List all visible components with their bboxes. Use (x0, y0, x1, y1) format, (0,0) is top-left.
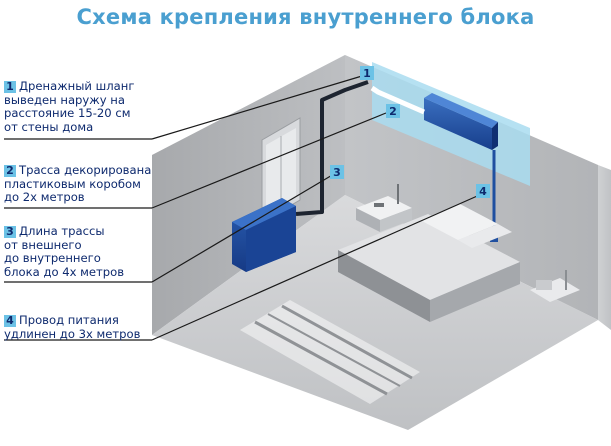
note-line: блока до 4х метров (4, 264, 125, 279)
indoor-unit (424, 93, 498, 150)
note-line: расстояние 15-20 см (4, 106, 131, 121)
marker-3: 3 (330, 165, 344, 179)
refrigerant-line (295, 80, 369, 216)
note-badge: 3 (4, 226, 16, 238)
note-line: выведен наружу на (4, 92, 125, 107)
marker-1: 1 (360, 66, 374, 80)
callout-lines (4, 75, 485, 341)
note-line: от внешнего (4, 237, 82, 252)
note-line: от стены дома (4, 119, 94, 134)
note-line: Провод питания (19, 313, 119, 327)
note-line: пластиковым коробом (4, 176, 141, 191)
svg-text:2: 2 (389, 105, 397, 118)
nightstand (356, 184, 412, 232)
svg-text:1: 1 (363, 67, 371, 80)
note-badge: 2 (4, 165, 16, 177)
note-line: Трасса декорирована (19, 163, 152, 177)
note-badge: 1 (4, 81, 16, 93)
svg-text:3: 3 (333, 166, 341, 179)
note-line: Длина трассы (19, 224, 105, 238)
note-line: удлинен до 3х метров (4, 326, 141, 341)
note-badge: 4 (4, 315, 16, 327)
marker-2: 2 (386, 104, 400, 118)
right-wall-cut (598, 165, 611, 330)
marker-4: 4 (476, 184, 490, 198)
note-line: до внутреннего (4, 251, 101, 266)
note-line: до 2х метров (4, 190, 85, 205)
rug (240, 300, 420, 404)
svg-text:4: 4 (479, 185, 487, 198)
note-line: Дренажный шланг (19, 79, 135, 93)
right-shelf (530, 270, 580, 302)
floor (152, 195, 598, 430)
window (261, 117, 301, 223)
diagram-title: Схема крепления внутреннего блока (76, 5, 535, 29)
decor-duct (370, 85, 425, 115)
